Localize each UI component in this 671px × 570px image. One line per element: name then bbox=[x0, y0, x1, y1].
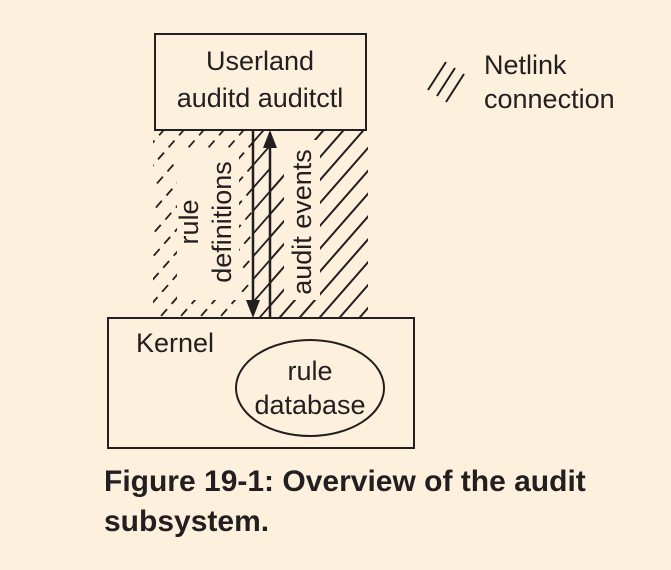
audit-events-label-bg bbox=[284, 140, 320, 300]
rule-definitions-label-line2: definitions bbox=[207, 161, 237, 283]
rule-database-ellipse bbox=[235, 339, 385, 437]
netlink-legend-swatch-icon bbox=[427, 61, 465, 103]
rule-database-line1: rule bbox=[287, 356, 332, 386]
legend-line1: Netlink bbox=[484, 50, 567, 80]
audit-diagram: Userland auditd auditctl Kernel rule dat… bbox=[107, 33, 615, 449]
userland-title: Userland bbox=[206, 46, 314, 76]
legend-line2: connection bbox=[484, 84, 615, 114]
rule-definitions-label-line1: rule bbox=[174, 199, 204, 244]
down-arrow-icon bbox=[246, 300, 260, 318]
audit-events-label: audit events bbox=[287, 149, 317, 295]
userland-programs: auditd auditctl bbox=[177, 83, 344, 113]
kernel-label: Kernel bbox=[136, 328, 214, 358]
userland-box bbox=[154, 33, 367, 131]
up-arrow-icon bbox=[263, 130, 277, 148]
figure-caption: Figure 19-1: Overview of the audit subsy… bbox=[104, 465, 586, 538]
rule-database-line2: database bbox=[254, 390, 365, 420]
rule-definitions-label-bg bbox=[177, 148, 239, 300]
